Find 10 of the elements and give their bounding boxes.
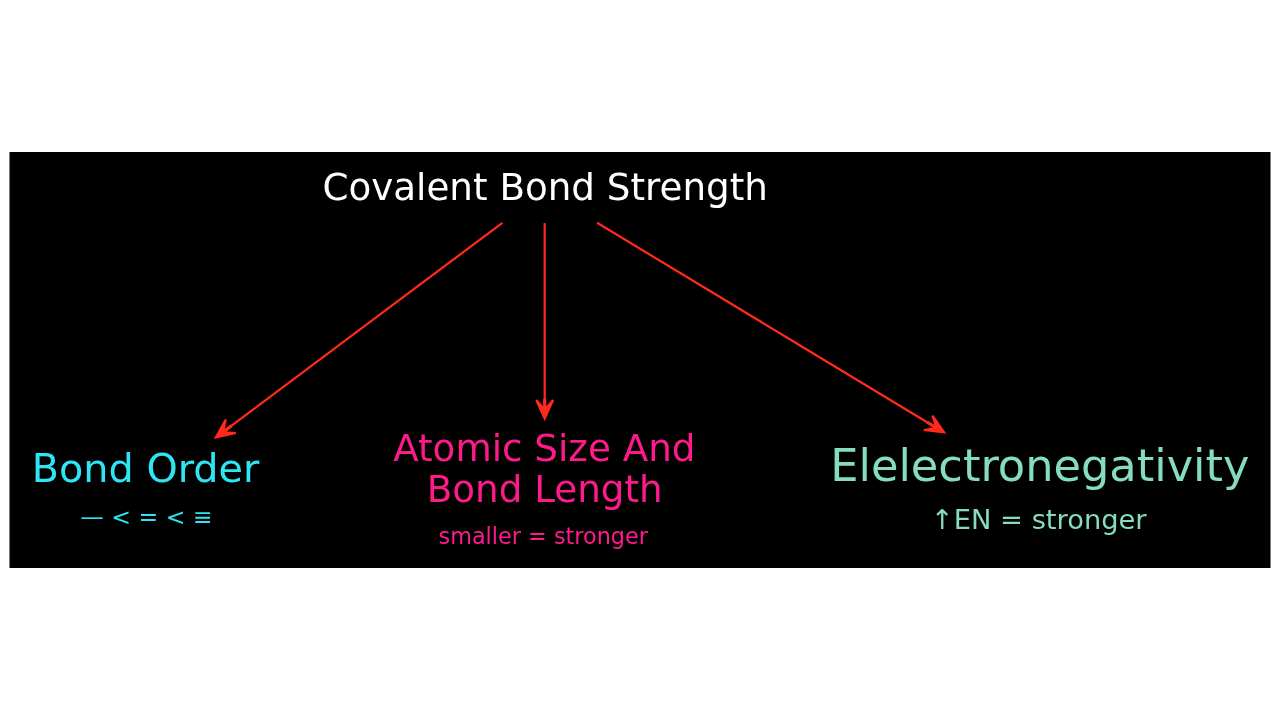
- arrow: [214, 221, 504, 439]
- node-label: smaller = stronger: [438, 522, 648, 549]
- node-text: Bond Order: [31, 444, 260, 491]
- arrow: [535, 223, 555, 420]
- node-text: Atomic Size And Bond Length: [393, 426, 696, 512]
- node-text: Elelectronegativity: [830, 439, 1250, 492]
- node-text: Covalent Bond Strength: [322, 164, 768, 209]
- arrow: [596, 221, 946, 434]
- node-label: ↑EN = stronger: [930, 504, 1147, 536]
- node-label: — < = < ≡: [80, 502, 213, 531]
